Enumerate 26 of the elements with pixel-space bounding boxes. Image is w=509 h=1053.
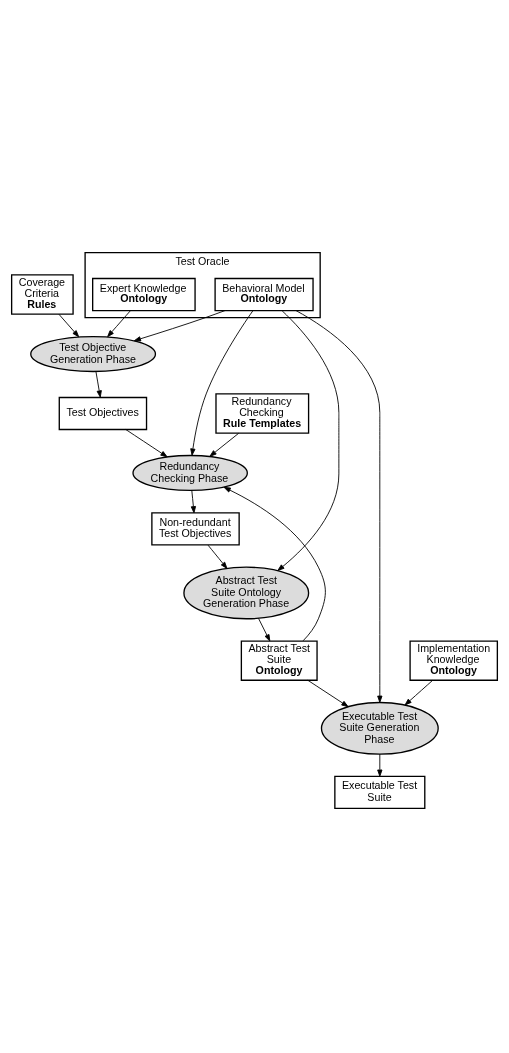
arrow (107, 309, 131, 337)
node-box: Coverage Criteria Rules (10, 273, 74, 315)
node-box: Non-redundant Test Objectives (151, 511, 240, 546)
arrow (404, 679, 434, 705)
arrow (258, 617, 271, 641)
node-box: Executable Test Suite (334, 775, 426, 809)
arrow (58, 313, 80, 337)
arrow (209, 432, 240, 457)
node-box: Behavioral Model Ontology (214, 277, 314, 311)
node-box: Expert Knowledge Ontology (92, 277, 196, 311)
arrow (223, 486, 326, 641)
arrow (277, 309, 340, 571)
arrow (133, 309, 226, 341)
arrow (307, 679, 349, 707)
node-box: Redundancy Checking Rule Templates (215, 392, 310, 434)
arrow (95, 370, 102, 398)
node-box: Test Objectives (58, 396, 148, 430)
node-box: Abstract Test Suite Ontology (240, 639, 318, 681)
arrow (377, 753, 383, 777)
arrow (295, 309, 383, 703)
arrow (125, 428, 168, 457)
node-ellipse: Abstract Test Suite Ontology Generation Phase (183, 566, 310, 619)
arrow (190, 309, 254, 456)
arrow (207, 544, 228, 569)
arrow (190, 489, 196, 513)
node-box: Implementation Knowledge Ontology (409, 639, 499, 681)
